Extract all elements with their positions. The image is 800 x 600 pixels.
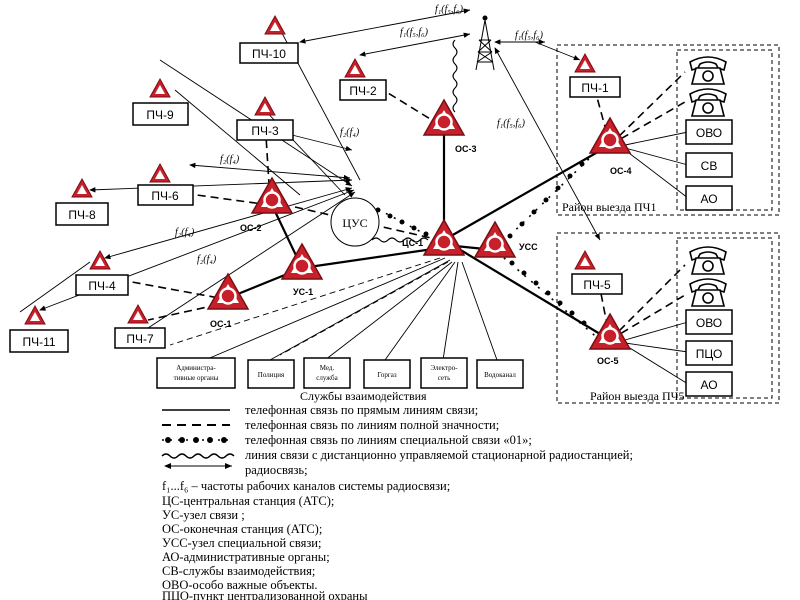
district-links bbox=[624, 131, 689, 385]
antenna-icon bbox=[574, 53, 596, 73]
node-os2-label: ОС-2 bbox=[240, 223, 262, 233]
antenna-icon bbox=[127, 304, 149, 324]
service-medical-line1: Мед. bbox=[320, 364, 335, 372]
legend-abbr: СВ-службы взаимодействия; bbox=[162, 564, 315, 578]
service-power-line1: Электро- bbox=[431, 364, 459, 372]
freq-label: f₂(f₄) bbox=[340, 127, 360, 138]
antenna-icon bbox=[344, 58, 366, 78]
service-power-line2: сеть bbox=[438, 374, 451, 382]
service-water: Водоканал bbox=[484, 371, 516, 379]
frequency-labels: f₁(f₅,f₆) f₁(f₅,f₆) f₁(f₅,f₆) f₁(f₅,f₆) … bbox=[175, 4, 544, 265]
antenna-icon bbox=[254, 96, 276, 116]
station-pch1: ПЧ-1 bbox=[581, 81, 609, 95]
freq-label: f₁(f₅,f₆) bbox=[400, 27, 429, 38]
service-police: Полиция bbox=[258, 371, 285, 379]
legend-abbr: ОС-оконечная станция (АТС); bbox=[162, 522, 322, 536]
service-admin-line2: тивные органы bbox=[174, 374, 219, 382]
legend-radio-text: радиосвязь; bbox=[245, 463, 308, 477]
node-os5-label: ОС-5 bbox=[597, 356, 619, 366]
node-os3-label: ОС-3 bbox=[455, 144, 477, 154]
station-pch3: ПЧ-3 bbox=[251, 124, 279, 138]
service-gorgaz: Горгаз bbox=[377, 371, 396, 379]
station-pch7: ПЧ-7 bbox=[126, 332, 154, 346]
node-us1-icon bbox=[280, 242, 324, 281]
legend: телефонная связь по прямым линиям связи;… bbox=[161, 403, 633, 600]
legend-dashed-text: телефонная связь по линиям полной значно… bbox=[245, 418, 499, 432]
station-pch11: ПЧ-11 bbox=[22, 335, 55, 349]
antenna-icon bbox=[24, 305, 46, 325]
freq-label: f₂(f₄) bbox=[197, 254, 217, 265]
freq-label: f₁(f₅,f₆) bbox=[515, 30, 544, 41]
station-pch2: ПЧ-2 bbox=[349, 84, 377, 98]
fire-stations: ПЧ-10 ПЧ-9 ПЧ-2 ПЧ-3 ПЧ-6 ПЧ-8 ПЧ-4 ПЧ-1… bbox=[9, 15, 623, 353]
station-pch5: ПЧ-5 bbox=[583, 278, 611, 292]
district-label-pch1: Район выезда ПЧ1 bbox=[562, 200, 656, 214]
node-uss-icon bbox=[473, 220, 517, 259]
freq-label: f₂(f₄) bbox=[175, 227, 195, 238]
antenna-icon bbox=[264, 15, 286, 35]
legend-abbr: УС-узел связи ; bbox=[162, 508, 245, 522]
legend-freq-text: f₁...f₆ – частоты рабочих каналов систем… bbox=[162, 479, 450, 493]
node-uss-label: УСС bbox=[519, 242, 538, 252]
district-item-ao: АО bbox=[700, 378, 717, 392]
district-pch1-items: ОВО СВ АО bbox=[685, 119, 733, 211]
legend-dotted-sample bbox=[162, 437, 230, 443]
freq-label: f₁(f₅,f₆) bbox=[435, 4, 464, 15]
district-label-pch5: Район выезда ПЧ5 bbox=[590, 389, 684, 403]
node-os4-icon bbox=[588, 116, 632, 155]
district-item-ao: АО bbox=[700, 192, 717, 206]
district-item-sv: СВ bbox=[701, 159, 718, 173]
legend-abbr: ОВО-особо важные объекты. bbox=[162, 578, 318, 592]
phone-icon bbox=[689, 278, 727, 307]
node-us1-label: УС-1 bbox=[293, 287, 313, 297]
legend-wavy-sample bbox=[161, 453, 235, 459]
station-pch4: ПЧ-4 bbox=[88, 279, 116, 293]
network-nodes: ОС-3 ОС-2 УС-1 ОС-1 ЦС-1 УСС ОС-4 ОС-5 bbox=[206, 98, 632, 366]
district-item-ovo: ОВО bbox=[696, 316, 722, 330]
legend-solid-text: телефонная связь по прямым линиям связи; bbox=[245, 403, 478, 417]
district-frame-pch5-inner bbox=[676, 237, 773, 399]
node-cs1-icon bbox=[422, 218, 466, 257]
legend-abbr: АО-административные органы; bbox=[162, 550, 330, 564]
node-cs1-label: ЦС-1 bbox=[402, 238, 423, 248]
district-pch5-items: ОВО ПЦО АО bbox=[685, 309, 733, 397]
district-item-pco: ПЦО bbox=[696, 347, 723, 361]
antenna-icon bbox=[71, 178, 93, 198]
station-pch6: ПЧ-6 bbox=[151, 189, 179, 203]
wavy-links bbox=[371, 39, 458, 243]
services: Администра- тивные органы Полиция Мед. с… bbox=[156, 357, 524, 403]
special-01-dots bbox=[375, 161, 587, 326]
legend-abbr: ПЦО-пункт централизованной охраны bbox=[162, 589, 368, 600]
antenna-icon bbox=[149, 163, 171, 183]
freq-label: f₂(f₄) bbox=[220, 154, 240, 165]
node-os4-label: ОС-4 bbox=[610, 166, 632, 176]
district-item-ovo: ОВО bbox=[696, 126, 722, 140]
phone-icon bbox=[689, 88, 727, 117]
station-pch9: ПЧ-9 bbox=[146, 108, 174, 122]
station-pch10: ПЧ-10 bbox=[252, 47, 286, 61]
services-title: Службы взаимодействия bbox=[300, 389, 427, 403]
radio-tower-icon bbox=[475, 15, 495, 71]
district-frame-pch5 bbox=[556, 232, 780, 404]
legend-wavy-text: линия связи с дистанционно управляемой с… bbox=[245, 448, 633, 462]
antenna-icon bbox=[574, 250, 596, 270]
phone-icon bbox=[689, 56, 727, 85]
cus-circle bbox=[330, 197, 380, 247]
service-admin-line1: Администра- bbox=[176, 364, 216, 372]
legend-abbr: ЦС-центральная станция (АТС); bbox=[162, 494, 334, 508]
node-os3-icon bbox=[422, 98, 466, 137]
legend-abbr: УСС-узел специальной связи; bbox=[162, 536, 321, 550]
service-lines bbox=[169, 257, 498, 361]
antenna-icon bbox=[149, 78, 171, 98]
antenna-icon bbox=[89, 250, 111, 270]
cus-label: ЦУС bbox=[342, 216, 367, 230]
station-pch8: ПЧ-8 bbox=[68, 208, 96, 222]
node-os1-label: ОС-1 bbox=[210, 319, 232, 329]
legend-dotted-text: телефонная связь по линиям специальной с… bbox=[245, 433, 532, 447]
freq-label: f₁(f₅,f₆) bbox=[497, 118, 526, 129]
service-medical-line2: служба bbox=[316, 374, 338, 382]
phone-icon bbox=[689, 246, 727, 275]
